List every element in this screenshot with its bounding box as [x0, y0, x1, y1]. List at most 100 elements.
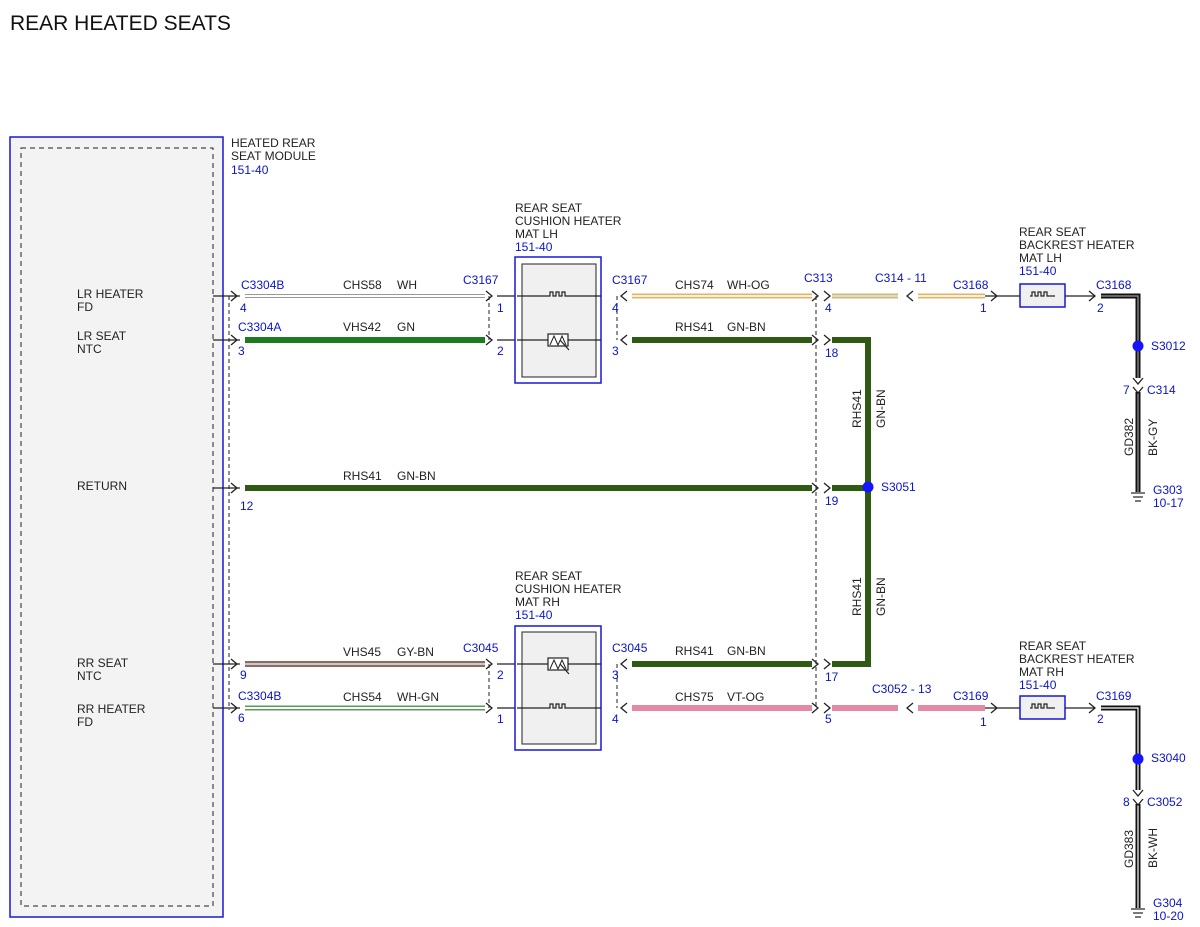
pin-label-lr-seat: LR SEAT [77, 329, 127, 343]
heated-rear-seat-module[interactable] [9, 136, 224, 918]
wire-gd383[interactable] [1101, 705, 1141, 908]
c3167-in-pin2: 2 [497, 344, 504, 358]
c3045-in-pin1: 1 [497, 712, 504, 726]
gd383-color: BK-WH [1146, 828, 1160, 868]
ground-icon [1131, 492, 1145, 502]
splice-s3012[interactable] [1132, 340, 1144, 352]
c3167-in-label: C3167 [463, 273, 499, 287]
c3304b-bot-label: C3304B [238, 689, 281, 703]
c3045-out-pin4: 4 [612, 712, 619, 726]
module-name-line1: HEATED REAR [231, 136, 316, 150]
c3167-out-pin4: 4 [612, 301, 619, 315]
module-pin-arrows [230, 290, 239, 714]
g303-ref: 10-17 [1153, 496, 1184, 510]
vhs45-label: VHS45 [343, 645, 381, 659]
vhs42-color: GN [397, 320, 415, 334]
backrest-heater-mat-rh[interactable] [1019, 695, 1066, 720]
c3304b-bot-pin: 6 [238, 711, 245, 725]
c3304a-label: C3304A [238, 320, 281, 334]
c3168-right-pin: 2 [1097, 301, 1104, 315]
cushion-rh-line2: CUSHION HEATER [515, 582, 622, 596]
wire-rhs41-vertical[interactable] [832, 337, 871, 667]
g304-label: G304 [1153, 896, 1183, 910]
rhs41-lh-label: RHS41 [675, 320, 714, 334]
module-ref: 151-40 [231, 163, 269, 177]
splice-s3051[interactable] [862, 481, 874, 493]
c3168-left-label: C3168 [953, 278, 989, 292]
chs54-label: CHS54 [343, 690, 382, 704]
c313-pin5: 5 [825, 712, 832, 726]
s3040-label: S3040 [1151, 751, 1186, 765]
wire-gd382[interactable] [1101, 293, 1141, 492]
s3012-label: S3012 [1151, 339, 1186, 353]
backrest-rh-ref: 151-40 [1019, 678, 1057, 692]
chs74-color: WH-OG [727, 278, 770, 292]
splice-s3040[interactable] [1132, 753, 1144, 765]
c3052-label: C3052 [1147, 795, 1183, 809]
cushion-rh-line1: REAR SEAT [515, 569, 583, 583]
rr-ntc-pin: 9 [240, 668, 247, 682]
backrest-lh-line2: BACKREST HEATER [1019, 238, 1135, 252]
c3169-right-arrow [1088, 702, 1097, 714]
pin-label-lr-seat-ntc: NTC [77, 342, 102, 356]
c313-arrows [811, 290, 832, 714]
rhs41-return-color: GN-BN [397, 469, 436, 483]
cushion-rh-line3: MAT RH [515, 595, 560, 609]
rhs41-v1-color: GN-BN [874, 389, 888, 428]
s3051-label: S3051 [881, 480, 916, 494]
backrest-heater-mat-lh[interactable] [1019, 283, 1066, 308]
c3169-left-label: C3169 [953, 689, 989, 703]
c313-label: C313 [804, 271, 833, 285]
chs75-label: CHS75 [675, 690, 714, 704]
backrest-lh-line1: REAR SEAT [1019, 225, 1087, 239]
cushion-lh-line1: REAR SEAT [515, 201, 583, 215]
c313-pin19: 19 [825, 494, 839, 508]
vhs42-label: VHS42 [343, 320, 381, 334]
cushion-heater-mat-rh[interactable] [514, 625, 602, 751]
gd382-color: BK-GY [1146, 419, 1160, 456]
vhs45-color: GY-BN [397, 645, 434, 659]
backrest-lh-line3: MAT LH [1019, 251, 1062, 265]
c314-gnd-arrow [1132, 377, 1144, 386]
chs54-color: WH-GN [397, 690, 439, 704]
heater-element-icon [1030, 291, 1055, 297]
c3052-13-label: C3052 - 13 [872, 682, 932, 696]
module-name-line2: SEAT MODULE [231, 149, 316, 163]
g303-label: G303 [1153, 483, 1183, 497]
backrest-rh-line3: MAT RH [1019, 665, 1064, 679]
heater-element-icon [548, 291, 568, 297]
c3045-out-pin3: 3 [612, 668, 619, 682]
c313-pin18: 18 [825, 346, 839, 360]
rhs41-v1-label: RHS41 [850, 389, 864, 428]
chs58-color: WH [397, 278, 417, 292]
pin-label-rr-seat: RR SEAT [77, 656, 129, 670]
chs58-label: CHS58 [343, 278, 382, 292]
c3304b-top-pin: 4 [240, 301, 247, 315]
cushion-lh-ref: 151-40 [515, 240, 553, 254]
rhs41-v2-label: RHS41 [850, 577, 864, 616]
c314-arrow [905, 290, 914, 302]
pin-label-rr-seat-ntc: NTC [77, 669, 102, 683]
c3169-left-pin: 1 [980, 715, 987, 729]
g304-ref: 10-20 [1153, 909, 1184, 923]
c3045-out-label: C3045 [612, 641, 648, 655]
pin-label-lr-heater-fd: FD [77, 300, 93, 314]
c3052-arrow [905, 702, 914, 714]
c3169-right-pin: 2 [1097, 712, 1104, 726]
c313-pin17: 17 [825, 670, 839, 684]
c3168-right-label: C3168 [1096, 278, 1132, 292]
c3045-in-pin2: 2 [497, 668, 504, 682]
pin-label-rr-heater: RR HEATER [77, 702, 146, 716]
c3167-in-pin1: 1 [497, 301, 504, 315]
rhs41-rh-label: RHS41 [675, 644, 714, 658]
c3045-in-label: C3045 [463, 641, 499, 655]
ground-icon [1131, 908, 1145, 918]
diagram-title: REAR HEATED SEATS [10, 12, 231, 35]
c3168-right-arrow [1088, 290, 1097, 302]
cushion-heater-mat-lh[interactable] [514, 256, 602, 384]
rhs41-rh-color: GN-BN [727, 644, 766, 658]
c314-pin: 7 [1123, 383, 1130, 397]
c3052-pin: 8 [1123, 795, 1130, 809]
rhs41-v2-color: GN-BN [874, 577, 888, 616]
